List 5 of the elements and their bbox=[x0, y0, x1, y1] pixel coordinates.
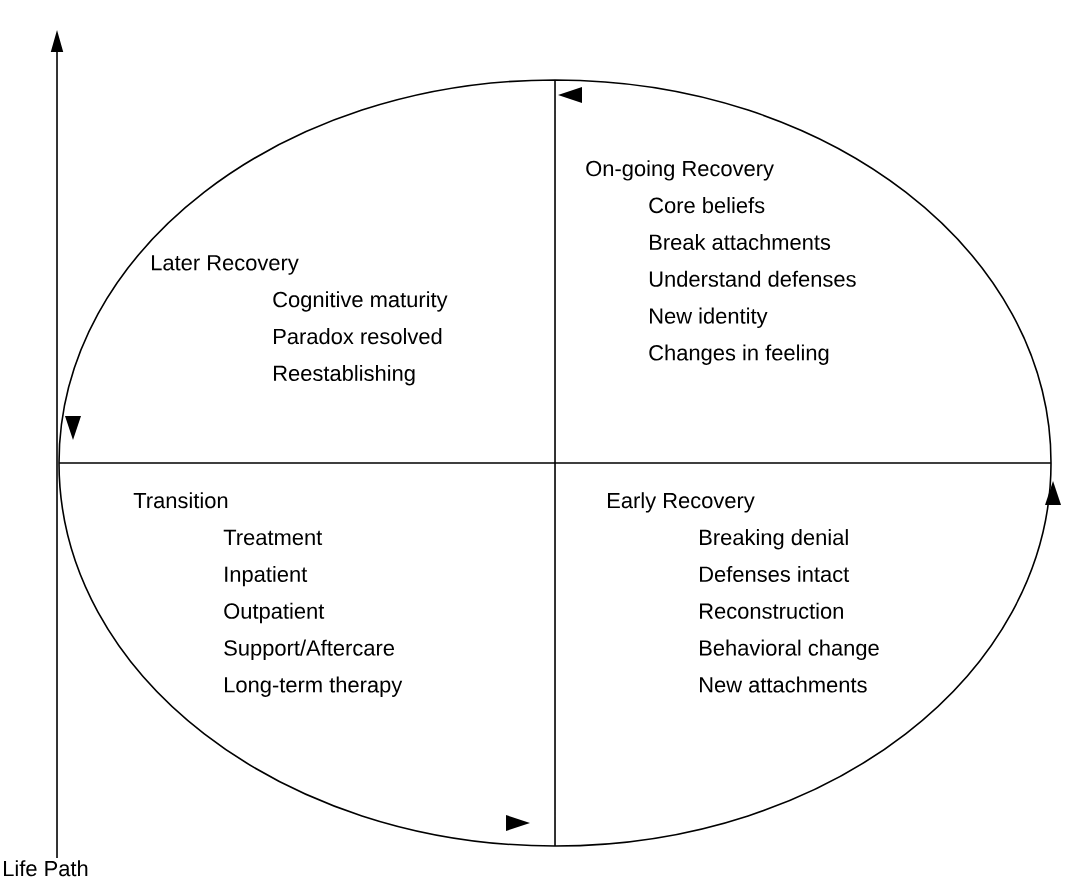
quadrant-text: Later Recovery Cognitive maturity Paradox resolved Reestablishing bbox=[152, 255, 448, 386]
quadrant-text: On-going Recovery Core beliefs Break attachments Understand defenses New identity Changes in feeling bbox=[586, 160, 856, 365]
quadrant-text: Transition Treatment Inpatient Outpatient Support/Aftercare Long-term therapy bbox=[133, 492, 403, 697]
quadrant-text: Early Recovery Breaking denial Defenses intact Reconstruction Behavioral change New attachments bbox=[608, 492, 879, 693]
axis-label: Life Path bbox=[4, 860, 88, 877]
